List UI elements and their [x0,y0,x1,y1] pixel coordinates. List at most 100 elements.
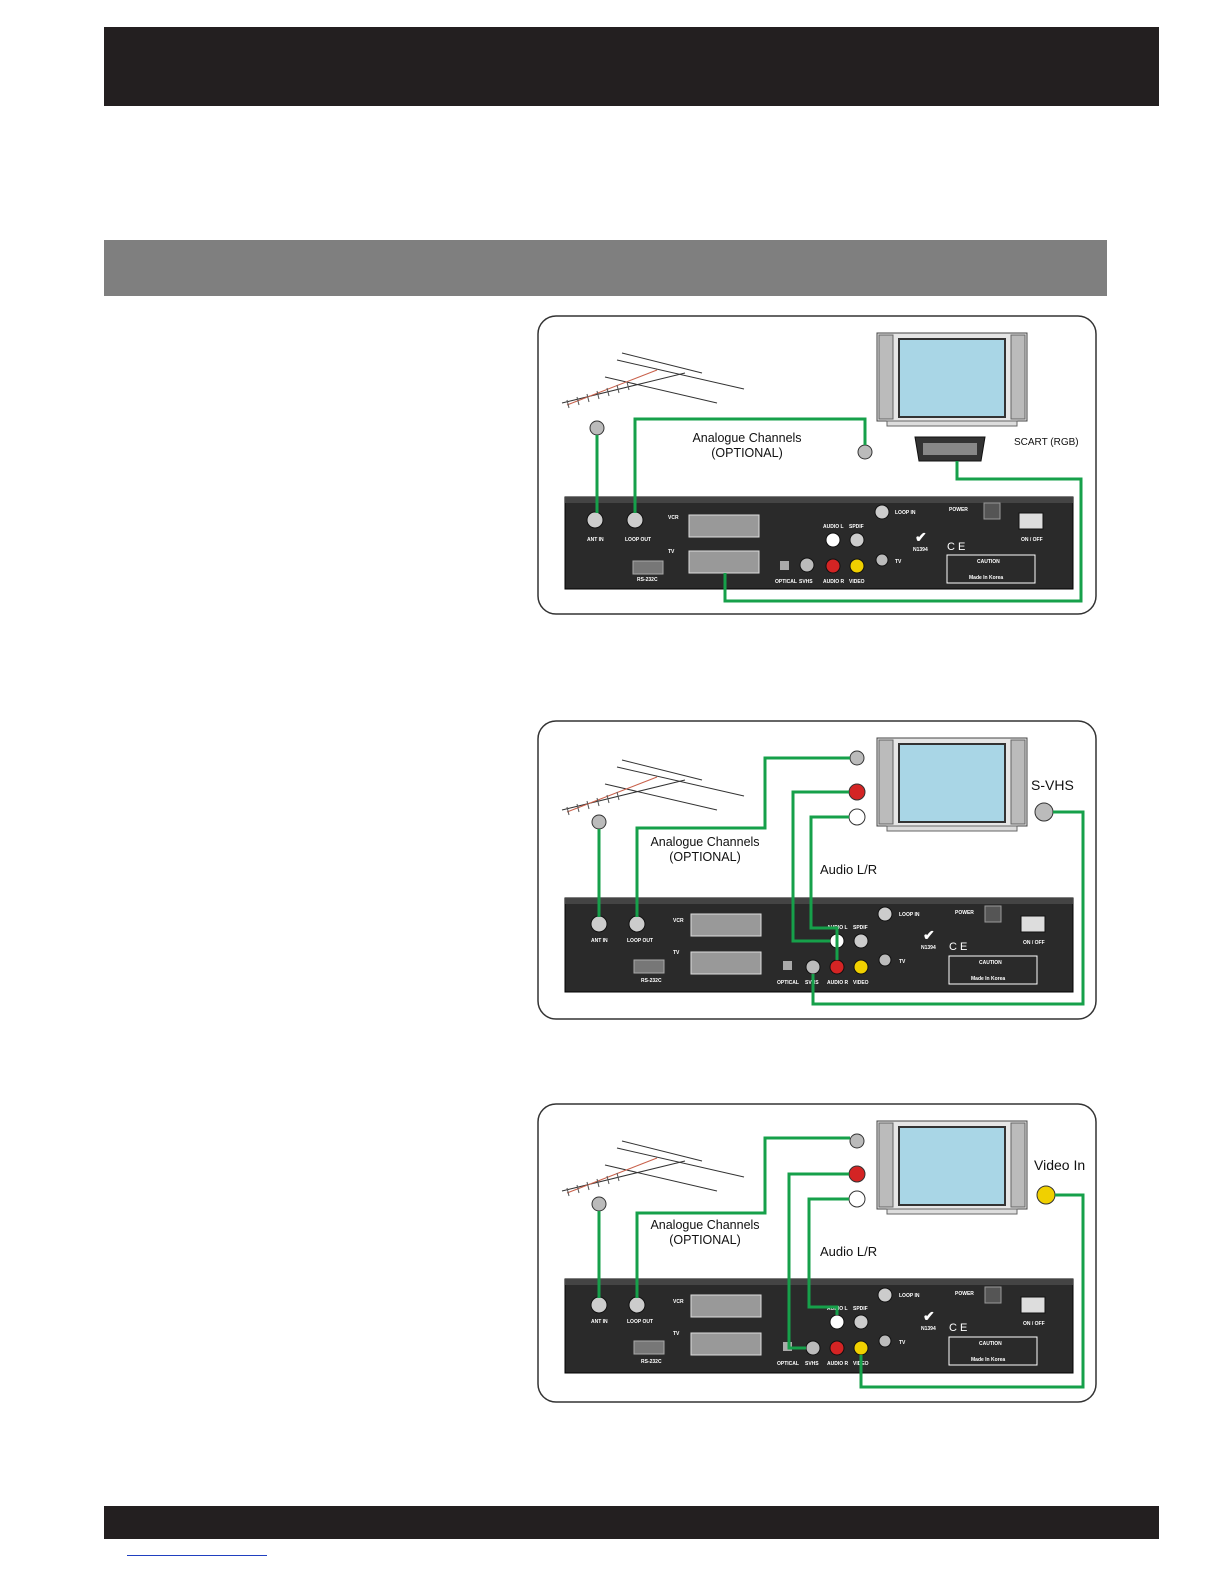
loop-out-connector [626,511,644,529]
panel-label: CAUTION [979,1341,1002,1347]
audio-l-plug-icon [848,808,866,826]
antenna-icon [561,352,745,409]
audio-lr-label: Audio L/R [820,1244,877,1259]
panel-label: OPTICAL [777,980,799,986]
panel-label: TV [899,959,906,965]
panel-label: Made In Korea [971,1357,1005,1363]
panel-label: POWER [949,507,968,513]
optional-label: (OPTIONAL) [669,850,741,864]
tv-icon [876,737,1028,832]
panel-label: N1394 [913,547,928,553]
panel-label: ANT IN [591,938,608,944]
panel-label: AUDIO L [823,524,844,530]
tv-rf-plug-icon [849,1133,865,1149]
panel-label: VIDEO [853,980,869,986]
antenna-icon [561,759,745,816]
panel-label: RS-232C [637,577,658,583]
panel-label: AUDIO R [827,980,849,986]
connection-diagram-video: Video In Analogue Channels (OPTIONAL) Au… [537,1103,1097,1403]
antenna-plug-icon [591,1196,607,1212]
optional-label: (OPTIONAL) [711,446,783,460]
svg-text:✔: ✔ [923,1308,935,1324]
audio-l-port [825,532,841,548]
tv-icon [876,1120,1028,1215]
panel-label: POWER [955,910,974,916]
panel-label: OPTICAL [775,579,797,585]
panel-label: TV [895,559,902,565]
cable-connections [595,417,1083,603]
audio-r-plug-icon [848,783,866,801]
cable-connections [597,1136,1085,1389]
tv-rf-out-connector [875,553,889,567]
panel-label: SPDIF [849,524,864,530]
panel-label: LOOP IN [895,510,916,516]
panel-label: RS-232C [641,1359,662,1365]
panel-label: ON / OFF [1023,940,1045,946]
optional-label: (OPTIONAL) [669,1233,741,1247]
connection-diagram-scart: SCART (RGB) Analogue Channels (OPTIONAL)… [537,315,1097,615]
panel-label: SPDIF [853,1306,868,1312]
vcr-scart-port [688,514,760,538]
loop-in-connector [874,504,890,520]
receiver-rear-panel: ANT IN LOOP OUT VCR TV RS-232C OPTICAL S… [564,496,1074,590]
audio-r-plug-icon [848,1165,866,1183]
panel-label: ANT IN [587,537,604,543]
antenna-plug-icon [589,420,605,436]
power-switch [1018,512,1044,530]
tv-rf-plug-icon [857,444,873,460]
analogue-channels-label: Analogue Channels [650,835,759,849]
footer-band [104,1506,1159,1539]
video-in-plug-icon [1036,1185,1056,1205]
analogue-channels-label: Analogue Channels [650,1218,759,1232]
panel-label: LOOP OUT [627,1319,653,1325]
panel-label: TV [673,1331,680,1337]
analogue-channels-label: Analogue Channels [692,431,801,445]
audio-l-plug-icon [848,1190,866,1208]
tv-connector-label: S-VHS [1031,777,1074,793]
connection-diagram-svhs: S-VHS Analogue Channels (OPTIONAL) Audio… [537,720,1097,1020]
power-socket [983,502,1001,520]
tv-connector-label: SCART (RGB) [1014,437,1079,448]
tv-connector-label: Video In [1034,1157,1085,1173]
optical-port [780,561,789,570]
cable-connections [597,756,1085,1006]
svhs-port [799,557,815,573]
panel-label: TV [673,950,680,956]
receiver-rear-panel: ANT IN LOOP OUT VCR TV RS-232C OPTICAL S… [564,1278,1074,1374]
section-header-band [104,240,1107,296]
panel-label: RS-232C [641,978,662,984]
video-port [849,558,865,574]
panel-label: N1394 [921,945,936,951]
panel-label: Made In Korea [969,575,1003,581]
tv-icon [876,332,1028,427]
audio-lr-label: Audio L/R [820,862,877,877]
panel-label: ON / OFF [1023,1321,1045,1327]
antenna-icon [561,1140,745,1197]
audio-r-port [825,558,841,574]
panel-label: TV [899,1340,906,1346]
ant-in-connector [586,511,604,529]
panel-label: VIDEO [849,579,865,585]
panel-label: TV [668,549,675,555]
caution-label-box [946,554,1036,584]
tv-rf-plug-icon [849,750,865,766]
panel-label: POWER [955,1291,974,1297]
panel-label: VCR [668,515,679,521]
panel-label: AUDIO R [823,579,845,585]
spdif-port [849,532,865,548]
footer-link-underline [127,1555,267,1556]
tv-scart-port [688,550,760,574]
panel-label: LOOP IN [899,912,920,918]
rs232c-port [632,560,664,575]
panel-label: SVHS [799,579,813,585]
svg-text:C E: C E [949,941,967,953]
panel-label: VCR [673,1299,684,1305]
panel-label: N1394 [921,1326,936,1332]
svg-text:✔: ✔ [923,927,935,943]
scart-plug-icon [914,436,986,462]
panel-label: ON / OFF [1021,537,1043,543]
panel-label: ANT IN [591,1319,608,1325]
antenna-plug-icon [591,814,607,830]
panel-label: CAUTION [977,559,1000,565]
header-band [104,27,1159,106]
